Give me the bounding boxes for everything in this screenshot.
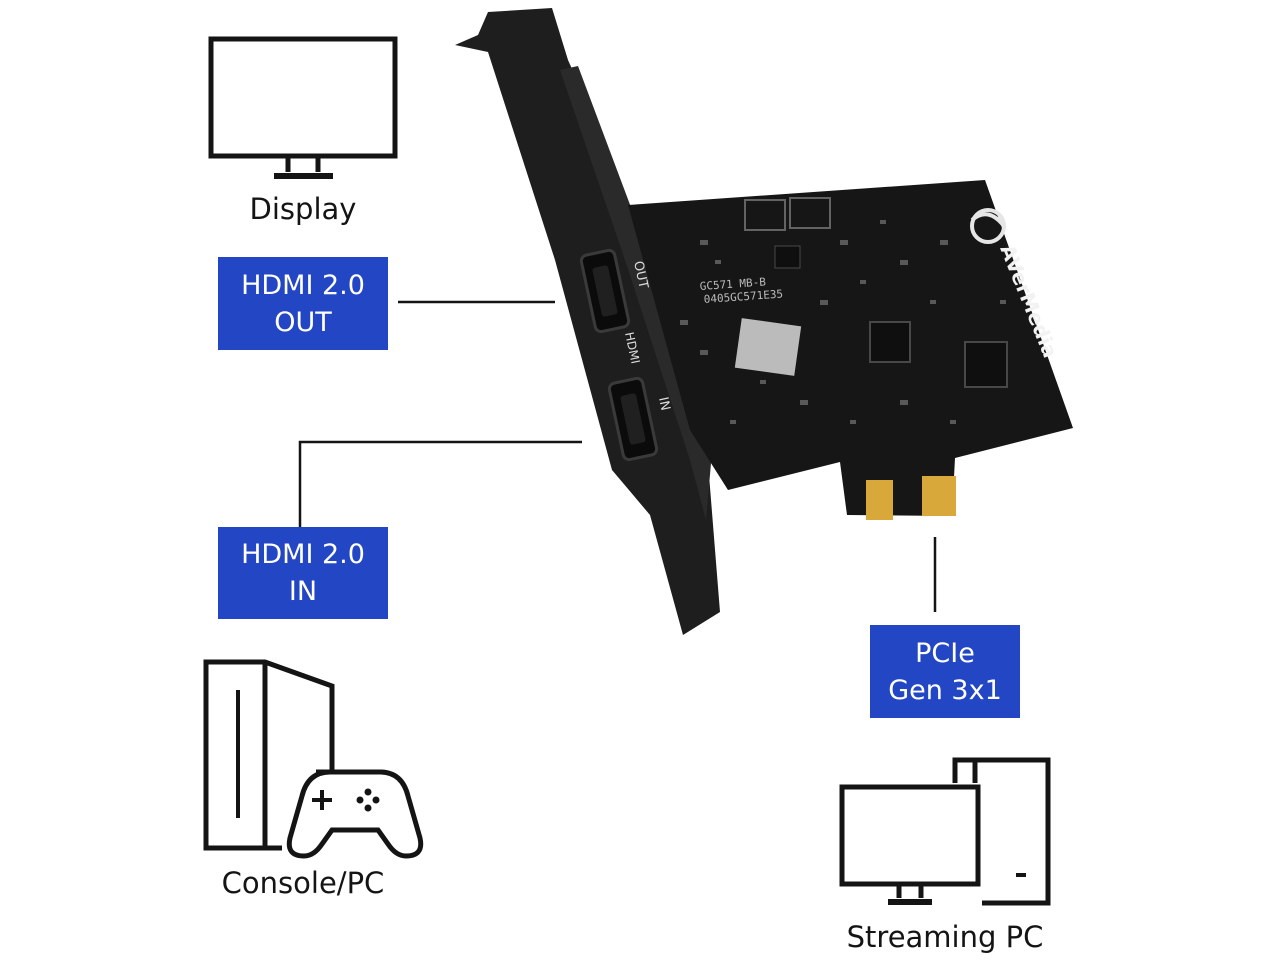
pcie-badge: PCIe Gen 3x1	[870, 625, 1020, 718]
hdmi-out-badge: HDMI 2.0 OUT	[218, 257, 388, 350]
streaming-pc-label: Streaming PC	[846, 920, 1044, 954]
card-chip	[734, 318, 802, 376]
card-bracket	[455, 8, 720, 635]
hdmi-in-badge-line1: HDMI 2.0	[241, 539, 365, 570]
console-pc-icon	[203, 659, 424, 859]
pcie-badge-line1: PCIe	[915, 637, 975, 669]
hdmi-in-connector-line	[298, 440, 582, 527]
card-serial-text: 0405GC571E35	[703, 287, 783, 306]
capture-card: GC571 MB-B 0405GC571E35 AVerMedia OUT HD…	[455, 8, 1073, 635]
console-pc-label: Console/PC	[221, 866, 385, 900]
port-out-label: OUT	[630, 260, 650, 290]
hdmi-in-badge-line2: IN	[288, 576, 318, 607]
port-hdmi-mark: HDMI	[622, 331, 642, 365]
card-model-text: GC571 MB-B	[699, 275, 766, 293]
connector-lines	[298, 300, 937, 612]
display-label: Display	[249, 192, 357, 226]
streaming-pc-icon	[839, 757, 1051, 906]
hdmi-out-badge-line1: HDMI 2.0	[241, 269, 365, 301]
hdmi-out-badge-line2: OUT	[274, 306, 332, 338]
card-pcb	[628, 180, 1073, 516]
pcie-gold-contacts	[866, 476, 956, 520]
display-icon	[208, 36, 398, 179]
port-in-label: IN	[655, 396, 672, 412]
pcie-badge-line2: Gen 3x1	[888, 674, 1002, 706]
avermedia-logo-icon	[970, 208, 1006, 244]
hdmi-in-badge: HDMI 2.0 IN	[218, 527, 388, 619]
